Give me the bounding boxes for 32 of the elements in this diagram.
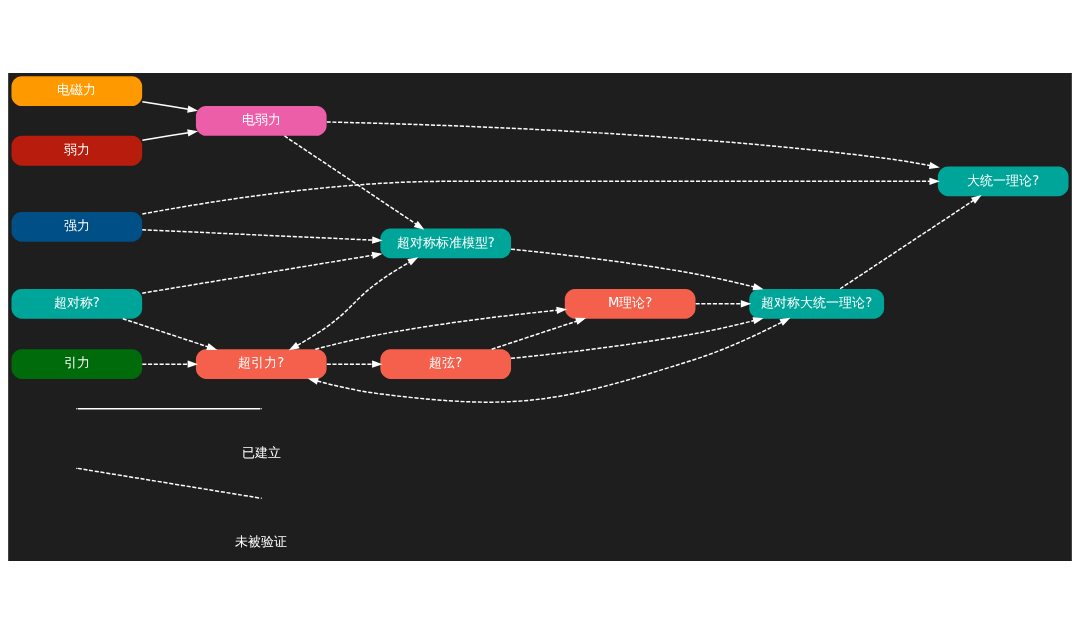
- arrow: [326, 360, 383, 368]
- node-box: 引力: [11, 349, 143, 380]
- arrow: [141, 251, 383, 294]
- node-box: 弱力: [11, 135, 143, 166]
- arrow: [314, 306, 567, 350]
- legend-label: 未被验证: [235, 533, 288, 549]
- arrow: [326, 121, 940, 170]
- arrow: [122, 317, 218, 351]
- arrow: [141, 177, 940, 215]
- node-box: 超对称标准模型?: [380, 228, 512, 259]
- node-box: 超对称大统一理论?: [749, 288, 885, 319]
- node-box: 大统一理论?: [937, 166, 1069, 197]
- arrow: [510, 248, 764, 291]
- legend-label: 已建立: [241, 444, 281, 460]
- arrow: [839, 195, 982, 290]
- arrow: [490, 317, 587, 350]
- node-box: 强力: [11, 211, 143, 242]
- arrow: [141, 101, 199, 113]
- node-box: 超引力?: [195, 349, 327, 380]
- arrow: [510, 317, 764, 360]
- node-box: M理论?: [564, 288, 696, 319]
- node-box: 电弱力: [195, 106, 327, 136]
- arrow: [141, 360, 199, 368]
- arrow: [283, 135, 425, 230]
- arrow: [307, 317, 791, 403]
- node-box: 超弦?: [380, 349, 512, 380]
- arrow: [694, 300, 752, 308]
- node-box: 超对称?: [11, 288, 143, 319]
- arrow: [141, 229, 383, 244]
- arrow: [141, 129, 199, 141]
- arrow: [288, 257, 419, 351]
- node-box: 电磁力: [11, 76, 143, 107]
